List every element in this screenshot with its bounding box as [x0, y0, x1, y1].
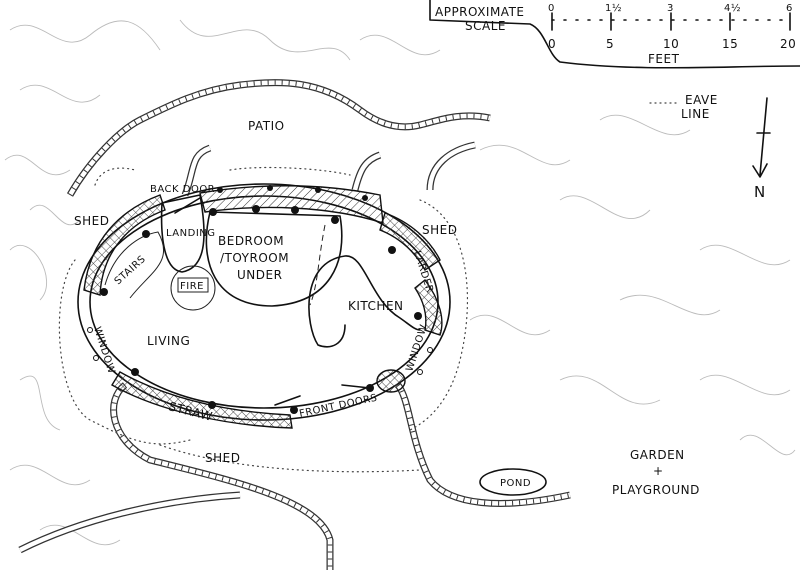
- label-stairs: STAIRS: [113, 254, 148, 287]
- label-playground: PLAYGROUND: [612, 483, 700, 497]
- interior: [87, 185, 433, 414]
- landing-outline: [160, 194, 205, 273]
- straw-wall-section: [379, 212, 441, 272]
- label-front-doors: FRONT DOORS: [298, 393, 378, 420]
- label-pond: POND: [500, 478, 531, 489]
- straw-wall-section: [376, 369, 406, 393]
- label-back-door: BACK DOOR: [150, 184, 215, 195]
- feet-tick-label: 20: [780, 37, 796, 51]
- eave-legend-label: LINE: [681, 107, 710, 121]
- back-door-line: [174, 197, 201, 214]
- scale-frame: [429, 0, 800, 69]
- feet-tick-label: 15: [722, 37, 738, 51]
- scale-bar: APPROXIMATE SCALE 0 1½ 3 4½ 6 0 5 10 15 …: [435, 2, 796, 66]
- metres-tick-label: 4½: [724, 2, 741, 14]
- stairs-outline: [104, 231, 165, 299]
- north-arrow: N: [752, 97, 771, 201]
- posts: [100, 185, 422, 414]
- label-landing: LANDING: [166, 228, 216, 239]
- bedroom-outline: [205, 211, 343, 307]
- label-toyroom: /TOYROOM: [220, 251, 289, 265]
- eave-lines: [58, 166, 468, 473]
- label-garden: GARDEN: [630, 448, 685, 462]
- arrow-down-icon: [752, 97, 771, 178]
- north-label: N: [754, 183, 766, 201]
- fire-hearth: [170, 265, 216, 311]
- label-plus: +: [653, 464, 664, 478]
- feet-label: FEET: [648, 52, 680, 66]
- label-under: UNDER: [237, 268, 282, 282]
- label-shed-right: SHED: [422, 223, 457, 237]
- window-markers: [87, 327, 433, 375]
- front-door-line: [274, 384, 371, 406]
- label-fire: FIRE: [180, 281, 204, 292]
- background-scribbles: [4, 19, 796, 546]
- trench-lines: [18, 79, 571, 570]
- room-labels: PATIO BACK DOOR SHED SHED LANDING BEDROO…: [74, 119, 700, 497]
- label-shed-bottom: SHED: [205, 451, 240, 465]
- scale-title-2: SCALE: [465, 19, 506, 33]
- label-kitchen: KITCHEN: [348, 299, 404, 313]
- pond: [479, 468, 547, 496]
- eave-legend: EAVE LINE: [649, 93, 718, 121]
- house-walls: [77, 183, 451, 429]
- label-window-right: WINDOW: [404, 323, 430, 373]
- feet-tick-label: 10: [663, 37, 679, 51]
- label-shed-left: SHED: [74, 214, 109, 228]
- metres-tick-label: 6: [786, 3, 793, 14]
- metres-tick-label: 0: [548, 3, 555, 14]
- label-bedroom: BEDROOM: [218, 234, 284, 248]
- feet-tick-label: 0: [548, 37, 556, 51]
- straw-wall-section: [414, 279, 443, 336]
- straw-wall-section: [199, 185, 384, 224]
- straw-wall-section: [111, 371, 293, 429]
- label-living: LIVING: [147, 334, 190, 348]
- label-patio: PATIO: [248, 119, 285, 133]
- kitchen-wall: [308, 255, 421, 348]
- metres-tick-label: 1½: [605, 2, 622, 14]
- metres-tick-label: 3: [667, 3, 674, 14]
- feet-tick-label: 5: [606, 37, 614, 51]
- scale-title-1: APPROXIMATE: [435, 5, 525, 19]
- eave-legend-label: EAVE: [685, 93, 718, 107]
